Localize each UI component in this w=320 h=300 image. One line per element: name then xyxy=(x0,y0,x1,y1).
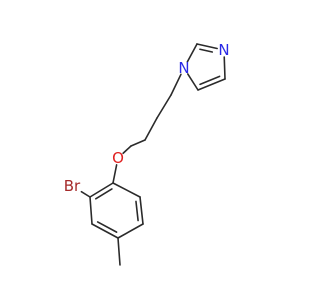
bond-n3-c4 xyxy=(223,56,226,80)
bond-cd-o xyxy=(122,145,132,155)
bond-r5-r6 xyxy=(139,196,144,225)
double-bond-c2-n3 xyxy=(199,48,214,53)
atom-label-br: Br xyxy=(64,177,81,195)
atom-label-o: O xyxy=(112,149,124,167)
bond-layer xyxy=(80,43,226,266)
bond-c2-n3 xyxy=(196,43,218,50)
bond-r2-br xyxy=(80,190,91,198)
molecule-structure-diagram: N N O Br xyxy=(64,41,230,266)
bond-cc-cd xyxy=(130,139,146,147)
bond-cb-cc xyxy=(144,117,158,141)
atom-label-n3: N xyxy=(218,41,229,59)
double-bond-c4-c5 xyxy=(199,75,221,86)
bond-o-r1 xyxy=(112,164,118,184)
bond-r6-r1 xyxy=(112,182,141,198)
bond-r2-r3 xyxy=(89,196,93,225)
bond-n1-ca xyxy=(170,73,182,96)
double-bond-r5-r6 xyxy=(135,200,139,222)
bond-c4-c5 xyxy=(197,78,226,91)
double-bond-r1-r2 xyxy=(94,188,113,200)
atom-label-n1: N xyxy=(178,59,189,77)
bond-c5-n1 xyxy=(186,73,199,91)
bond-r4-me xyxy=(117,237,121,266)
bond-r1-r2 xyxy=(89,182,114,198)
atom-label-layer: N N O Br xyxy=(64,41,230,195)
double-bond-r3-r4 xyxy=(96,221,118,233)
bond-ca-cb xyxy=(156,94,172,119)
bond-n1-c2 xyxy=(186,43,198,63)
bond-r3-r4 xyxy=(91,223,119,239)
bond-r4-r5 xyxy=(117,223,144,239)
